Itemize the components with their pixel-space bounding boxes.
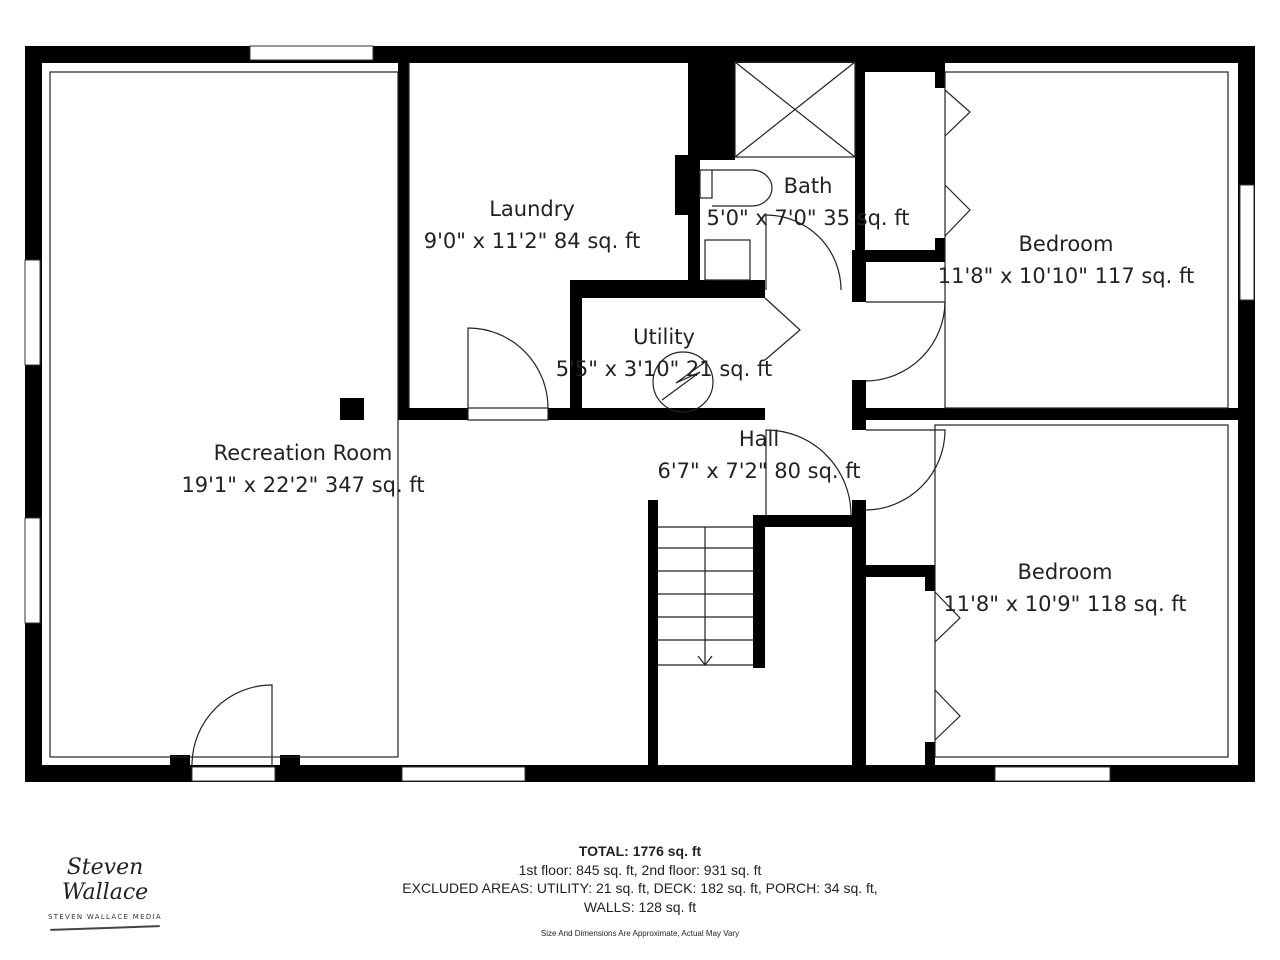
floor-areas: 1st floor: 845 sq. ft, 2nd floor: 931 sq… xyxy=(518,862,762,878)
logo: Steven Wallace STEVEN WALLACE MEDIA xyxy=(25,855,185,931)
room-dims: 11'8" x 10'9" 118 sq. ft xyxy=(943,592,1186,616)
windows xyxy=(24,45,1255,782)
room-dims: 11'8" x 10'10" 117 sq. ft xyxy=(938,264,1194,288)
room-dims: 6'7" x 7'2" 80 sq. ft xyxy=(657,459,860,483)
room-labels: Recreation Room 19'1" x 22'2" 347 sq. ft… xyxy=(181,174,1194,616)
room-name: Hall xyxy=(739,427,779,451)
walls xyxy=(25,46,1255,782)
room-name: Bath xyxy=(784,174,833,198)
room-name: Laundry xyxy=(489,197,575,221)
interior-lines xyxy=(49,61,1229,766)
room-name: Bedroom xyxy=(1018,560,1113,584)
room-dims: 5'5" x 3'10" 21 sq. ft xyxy=(556,357,772,381)
disclaimer: Size And Dimensions Are Approximate, Act… xyxy=(540,929,740,938)
room-dims: 19'1" x 22'2" 347 sq. ft xyxy=(181,473,424,497)
room-dims: 9'0" x 11'2" 84 sq. ft xyxy=(424,229,640,253)
room-name: Bedroom xyxy=(1019,232,1114,256)
logo-signature: Steven Wallace xyxy=(61,855,149,905)
room-name: Recreation Room xyxy=(214,441,393,465)
room-name: Utility xyxy=(633,325,695,349)
room-dims: 5'0" x 7'0" 35 sq. ft xyxy=(706,206,909,230)
total-area: TOTAL: 1776 sq. ft xyxy=(578,843,702,859)
walls-area: WALLS: 128 sq. ft xyxy=(583,899,697,915)
logo-company: STEVEN WALLACE MEDIA xyxy=(47,913,162,921)
excluded-areas: EXCLUDED AREAS: UTILITY: 21 sq. ft, DECK… xyxy=(402,880,878,896)
